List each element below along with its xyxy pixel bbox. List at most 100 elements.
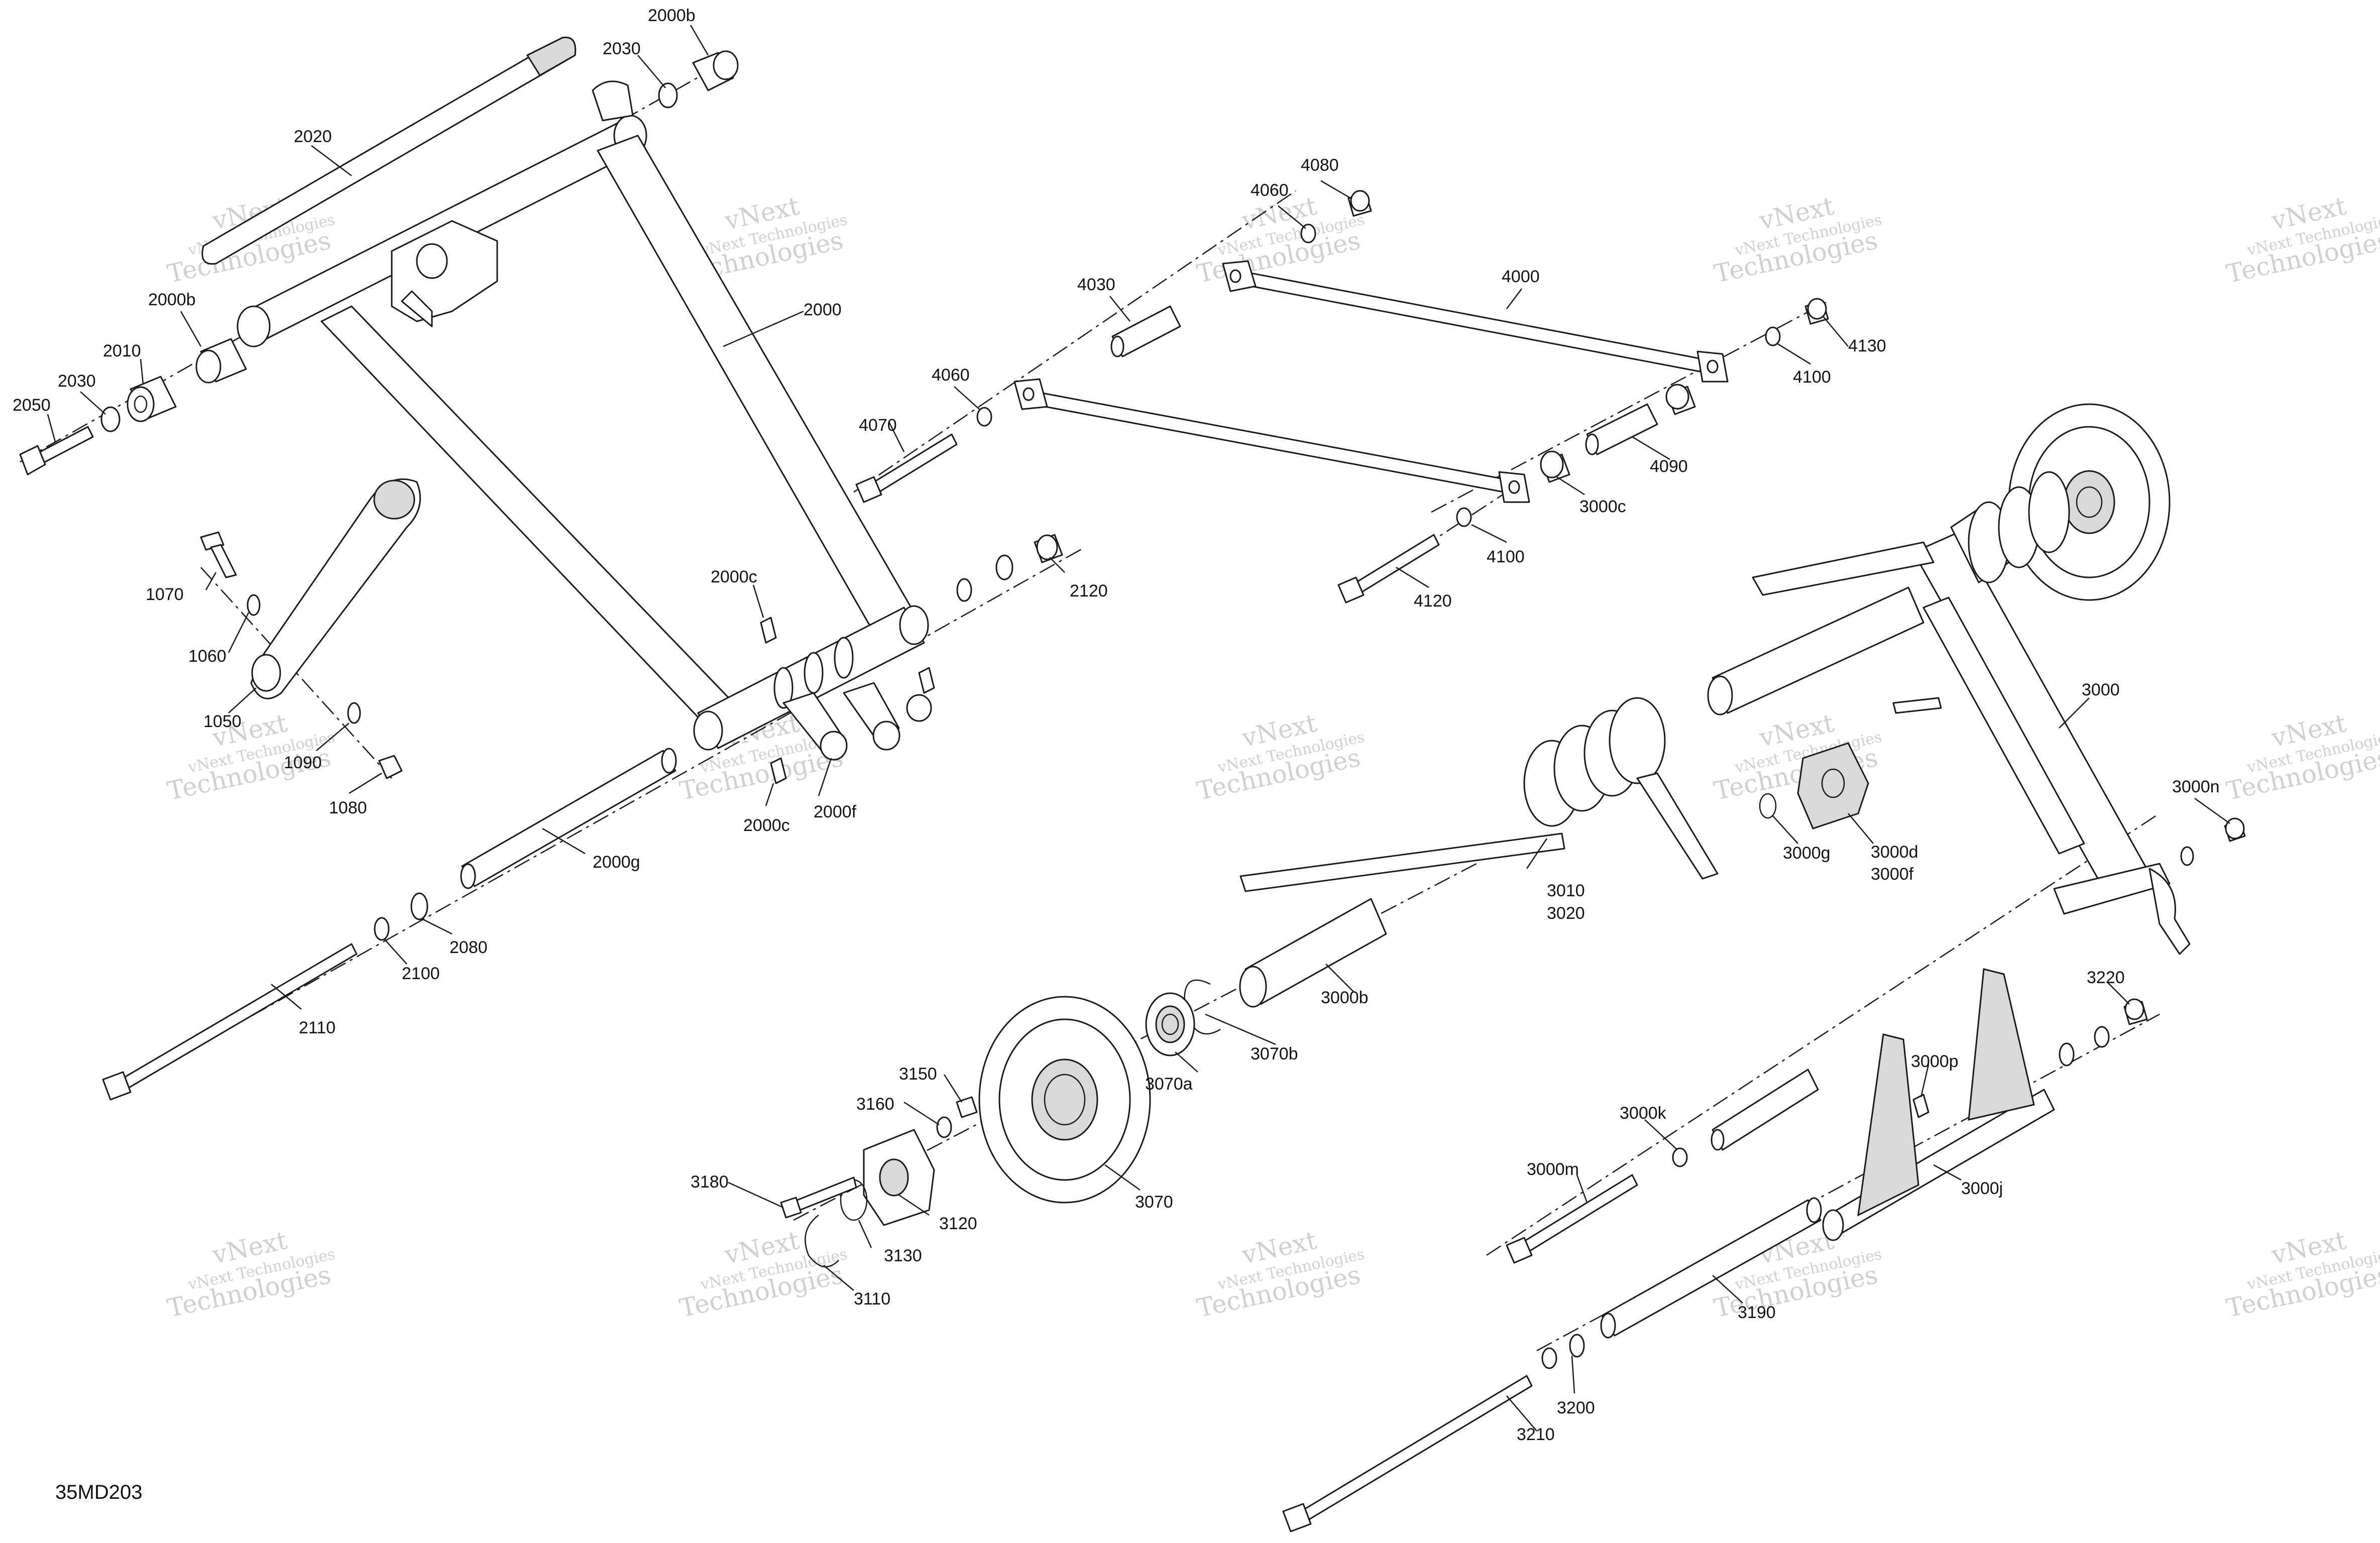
callout-4120: 4120: [1414, 591, 1452, 611]
callout-2030-left: 2030: [58, 372, 96, 391]
watermark: vNext vNext Technologies Technologies: [1194, 708, 1366, 806]
callout-3160: 3160: [856, 1095, 894, 1114]
callout-3180: 3180: [691, 1172, 729, 1192]
rod-4000-upper: [1222, 260, 1729, 383]
washer-2120-a: [956, 578, 972, 602]
callout-1060: 1060: [188, 647, 226, 666]
callout-2050: 2050: [13, 396, 51, 415]
bolt-1070: [200, 531, 237, 578]
hub-cover-3120: [863, 1129, 935, 1226]
washer-2080: [410, 892, 428, 920]
callout-1080: 1080: [329, 798, 367, 817]
watermark: vNext vNext Technologies Technologies: [1194, 1226, 1366, 1323]
nut-3220: [2123, 998, 2148, 1025]
callout-2000b-left: 2000b: [148, 290, 196, 309]
grease-fitting-lower-right: [918, 667, 935, 694]
washer-4100-top: [1765, 326, 1781, 346]
nut-4080: [1347, 190, 1372, 217]
watermark: vNext vNext Technologies Technologies: [2224, 708, 2380, 806]
wheel-3070-assembly: [780, 898, 1387, 1268]
pin-3000-side: [1892, 697, 1942, 714]
callout-4100-top: 4100: [1793, 368, 1831, 387]
link-1050-assembly: [200, 478, 421, 779]
callout-2000b-top: 2000b: [648, 6, 696, 25]
sleeve-3000k-long: [1711, 1069, 1819, 1151]
callout-1070: 1070: [146, 585, 184, 604]
spring-3010: [1239, 697, 1719, 892]
block-3000d: [1797, 742, 1869, 829]
tube-3000-main: [1707, 586, 1924, 716]
tube-2000g: [460, 748, 677, 889]
grease-fitting-2000c-bottom: [770, 757, 787, 784]
bushing-2010: [127, 376, 177, 422]
watermark: vNext vNext Technologies Technologies: [677, 1226, 849, 1323]
shaft-2020: [201, 36, 577, 265]
callout-3070a: 3070a: [1145, 1075, 1193, 1094]
washer-3220-b: [2094, 1026, 2110, 1048]
washer-2030-left: [100, 406, 121, 432]
spring-top-right: [1968, 471, 2070, 583]
callout-3000d: 3000d: [1871, 843, 1918, 862]
callout-3200: 3200: [1557, 1398, 1595, 1417]
bolt-3210: [1282, 1375, 1533, 1532]
bushing-2000b-left: [195, 338, 247, 384]
callout-3120: 3120: [939, 1214, 977, 1233]
pin-3000m: [1506, 1174, 1638, 1264]
callout-3190: 3190: [1738, 1303, 1776, 1322]
washer-3220-a: [2059, 1042, 2075, 1066]
washer-2030-top: [658, 82, 678, 108]
nut-1080: [378, 755, 403, 779]
callout-4130: 4130: [1848, 336, 1886, 355]
callout-1050: 1050: [203, 712, 242, 731]
watermark: vNext vNext Technologies Technologies: [2224, 191, 2380, 289]
callout-4030: 4030: [1077, 275, 1115, 294]
washer-3000k: [1672, 1147, 1688, 1167]
bracket-3000j-assembly: [1282, 968, 2148, 1532]
washer-4060-top: [1300, 223, 1316, 244]
callout-3130: 3130: [884, 1246, 922, 1265]
link-rods-4000: [855, 190, 1829, 604]
callout-3210: 3210: [1517, 1425, 1555, 1444]
circlip-3000g: [1759, 793, 1777, 819]
callout-2000c-top: 2000c: [711, 567, 757, 586]
bolt-3180: [780, 1176, 857, 1219]
callout-3070b: 3070b: [1251, 1044, 1298, 1063]
callout-2000f: 2000f: [814, 802, 857, 821]
callout-4060-top: 4060: [1251, 181, 1289, 200]
callout-3000f: 3000f: [1871, 865, 1914, 884]
callout-2100: 2100: [402, 964, 440, 983]
callout-2000: 2000: [804, 300, 842, 319]
rod-4000-lower: [1013, 378, 1530, 503]
bracket-upper: [391, 220, 498, 327]
callout-2120: 2120: [1070, 581, 1108, 601]
watermark: vNext vNext Technologies Technologies: [165, 1226, 336, 1323]
bearing-3070a: [1145, 992, 1195, 1056]
bolt-4070: [855, 433, 958, 503]
grease-fitting-3000p: [1912, 1094, 1930, 1118]
tube-3190: [1600, 1197, 1822, 1339]
callout-3110: 3110: [854, 1289, 890, 1309]
spacer-4090: [1585, 403, 1658, 455]
bolt-4120: [1337, 534, 1440, 604]
washer-3160: [936, 1116, 952, 1138]
callout-3070: 3070: [1135, 1193, 1173, 1212]
callout-3020: 3020: [1547, 904, 1585, 923]
leader-lines: [47, 25, 2230, 1432]
callout-2030-top: 2030: [603, 39, 641, 58]
circlip-3110: [805, 1215, 839, 1268]
bracket-lower-2000f: [782, 682, 932, 761]
washer-1090: [347, 702, 361, 724]
link-1050: [250, 478, 421, 699]
callout-3000g: 3000g: [1783, 844, 1831, 863]
callout-4090: 4090: [1650, 457, 1688, 476]
spacer-4030: [1110, 305, 1181, 358]
callout-3000m: 3000m: [1527, 1160, 1579, 1179]
callout-2000c-bottom: 2000c: [743, 816, 790, 835]
callout-3000b: 3000b: [1321, 988, 1369, 1007]
bracket-3000j: [1822, 968, 2055, 1241]
callout-4100-bottom: 4100: [1487, 547, 1525, 566]
callout-3000p: 3000p: [1911, 1052, 1959, 1071]
upper-hardware: [19, 50, 739, 476]
callout-3000k: 3000k: [1620, 1104, 1667, 1123]
